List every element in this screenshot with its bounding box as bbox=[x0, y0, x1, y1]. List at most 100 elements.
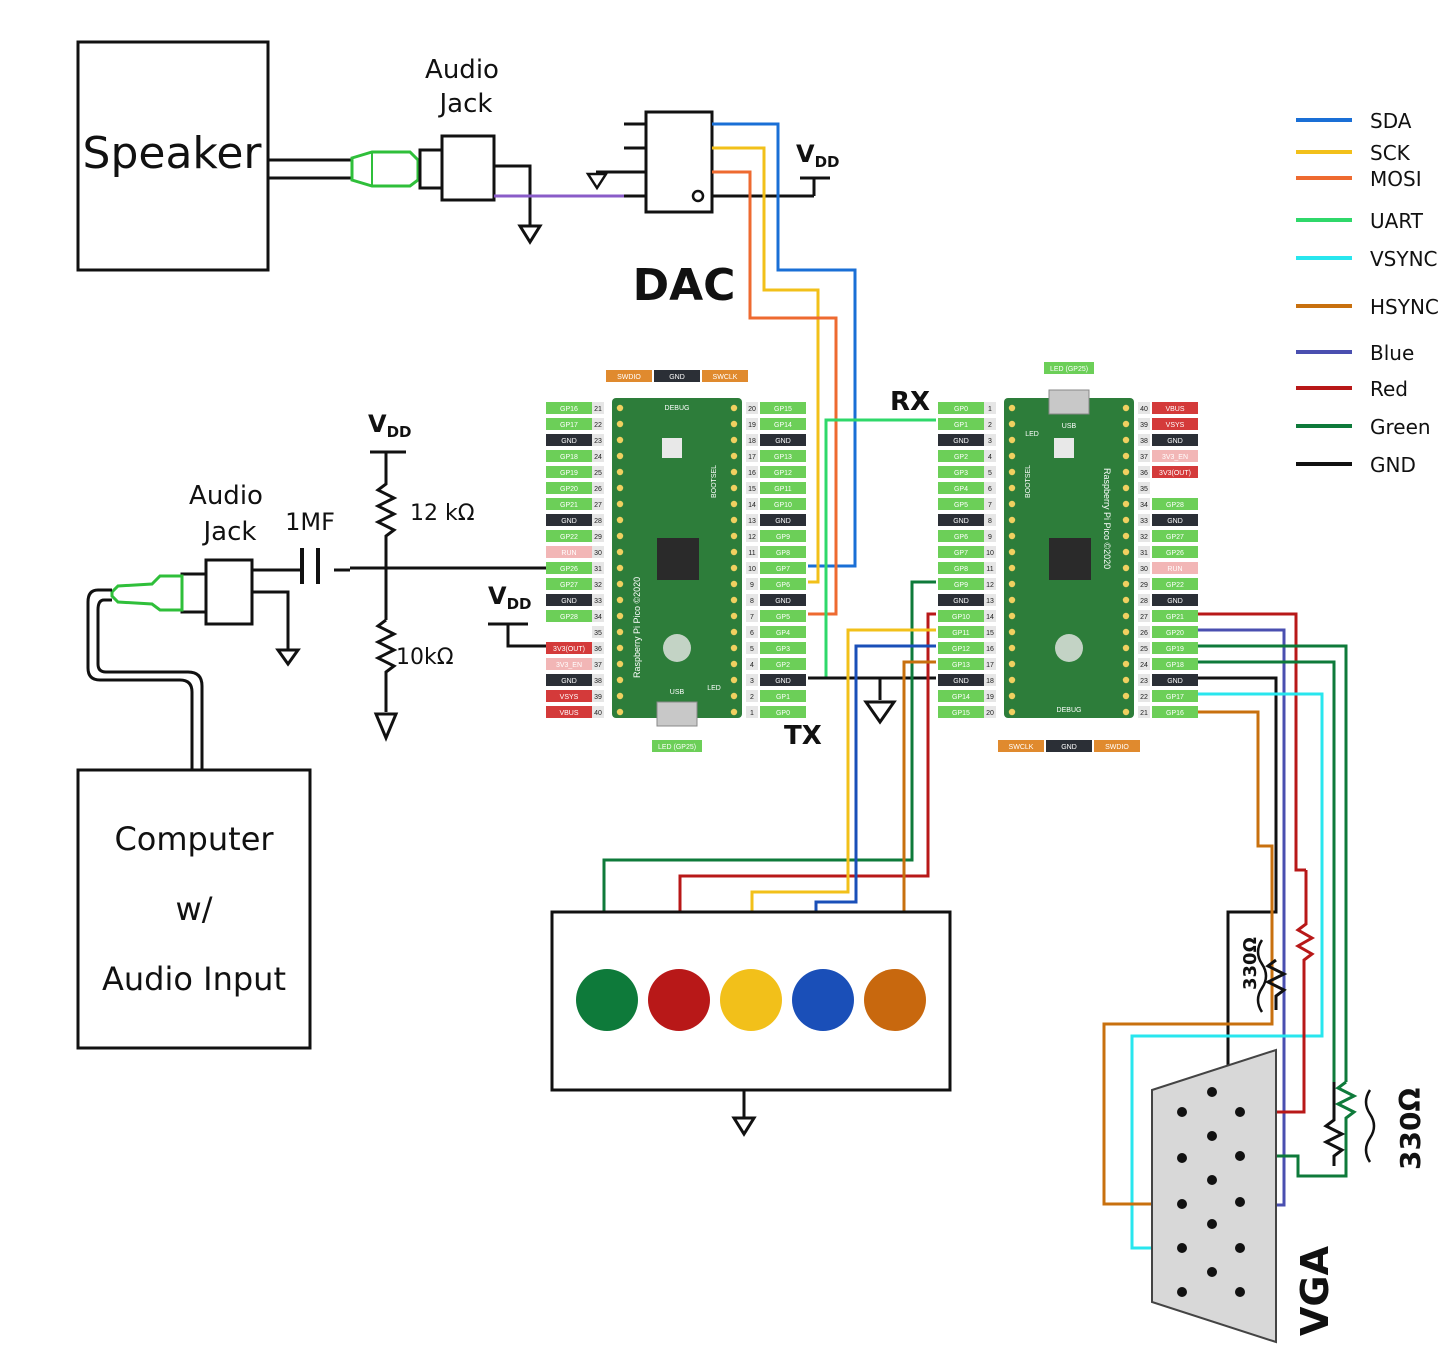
usb-port bbox=[1048, 389, 1090, 415]
pin-number: 21 bbox=[1140, 710, 1148, 717]
pin-number: 40 bbox=[1140, 406, 1148, 413]
pin-number: 15 bbox=[986, 630, 994, 637]
pin-label bbox=[546, 546, 592, 558]
pico-board-1: Raspberry Pi Pico ©2020DEBUGUSBLEDBOOTSE… bbox=[546, 370, 806, 752]
debug-pin bbox=[606, 370, 652, 382]
pin-number: 19 bbox=[986, 694, 994, 701]
pin-number: 21 bbox=[594, 406, 602, 413]
pin-name: GP0 bbox=[954, 406, 968, 413]
pin-number: 20 bbox=[748, 406, 756, 413]
audio-plug-left bbox=[110, 574, 184, 612]
vga-gnd-wire bbox=[1198, 676, 1278, 1276]
pin-name: GP22 bbox=[560, 534, 578, 541]
speaker-label: Speaker bbox=[83, 128, 263, 179]
vga-pin bbox=[1207, 1219, 1217, 1229]
dac-chip bbox=[644, 110, 714, 214]
pin-name: GP2 bbox=[954, 454, 968, 461]
pin-label bbox=[938, 610, 984, 622]
button-2 bbox=[648, 969, 710, 1031]
pin-label bbox=[938, 402, 984, 414]
audio-jack-left-label-1: Audio bbox=[189, 481, 263, 511]
pin-name: GP14 bbox=[952, 694, 970, 701]
vga-blue-wire bbox=[1198, 628, 1286, 1207]
computer-label-2: w/ bbox=[176, 890, 213, 928]
pico-chip bbox=[657, 538, 699, 580]
pin-number: 3 bbox=[988, 438, 992, 445]
pin-label bbox=[1152, 690, 1198, 702]
vga-pin bbox=[1177, 1153, 1187, 1163]
pin-name: GP28 bbox=[560, 614, 578, 621]
vga-vsync-wire bbox=[1130, 692, 1324, 1250]
pin-number: 17 bbox=[748, 454, 756, 461]
vga-pin bbox=[1235, 1287, 1245, 1297]
pin-name: GP18 bbox=[560, 454, 578, 461]
pin-name: RUN bbox=[1167, 566, 1182, 573]
pin-name: GP21 bbox=[1166, 614, 1184, 621]
pin-label bbox=[760, 514, 806, 526]
led-label: LED bbox=[707, 685, 721, 692]
pin-number: 22 bbox=[594, 422, 602, 429]
pin-name: GND bbox=[775, 678, 791, 685]
pin-name: GP9 bbox=[954, 582, 968, 589]
resistor-green bbox=[1240, 1080, 1358, 1178]
vga-pin bbox=[1235, 1243, 1245, 1253]
vdd-left-label: VDD bbox=[368, 410, 411, 441]
computer-box bbox=[76, 768, 312, 1050]
pin-label bbox=[546, 482, 592, 494]
pin-number: 18 bbox=[748, 438, 756, 445]
vga-connector bbox=[1151, 1048, 1277, 1344]
pin-label bbox=[760, 498, 806, 510]
pin-number: 28 bbox=[594, 518, 602, 525]
pin-number: 12 bbox=[986, 582, 994, 589]
pin-name: GP17 bbox=[560, 422, 578, 429]
vga-pin bbox=[1207, 1267, 1217, 1277]
pin-number: 26 bbox=[1140, 630, 1148, 637]
audio-jack-left-label-2: Jack bbox=[202, 517, 257, 547]
pin-name: GND bbox=[775, 518, 791, 525]
pin-number: 34 bbox=[594, 614, 602, 621]
resistor-blue bbox=[1264, 958, 1288, 1010]
pin-label bbox=[546, 626, 592, 638]
legend-label: Blue bbox=[1370, 341, 1414, 365]
pin-number: 3 bbox=[750, 678, 754, 685]
pin-label bbox=[938, 514, 984, 526]
pin-name: GP10 bbox=[952, 614, 970, 621]
led-gp25-label bbox=[1044, 362, 1094, 374]
pin-number: 6 bbox=[988, 486, 992, 493]
pin-number: 2 bbox=[988, 422, 992, 429]
resistor-10k bbox=[374, 618, 398, 712]
pin-name: GND bbox=[953, 598, 969, 605]
pin-label bbox=[760, 530, 806, 542]
pin-name: GP27 bbox=[560, 582, 578, 589]
pin-name: GND bbox=[561, 518, 577, 525]
pin-number: 10 bbox=[986, 550, 994, 557]
board-text: Raspberry Pi Pico ©2020 bbox=[632, 577, 642, 678]
pin-label bbox=[938, 530, 984, 542]
pin-number: 25 bbox=[1140, 646, 1148, 653]
pin-label bbox=[760, 642, 806, 654]
pin-label bbox=[546, 418, 592, 430]
pin-label bbox=[938, 498, 984, 510]
pin-number: 38 bbox=[594, 678, 602, 685]
pin-number: 7 bbox=[750, 614, 754, 621]
vga-hsync-wire bbox=[1102, 710, 1274, 1206]
pin-label bbox=[1152, 562, 1198, 574]
debug-pin bbox=[1094, 740, 1140, 752]
pin-name: GND bbox=[1167, 598, 1183, 605]
pin-name: VSYS bbox=[560, 694, 579, 701]
pin-label bbox=[546, 690, 592, 702]
pin-name: GP26 bbox=[1166, 550, 1184, 557]
pin-name: GP1 bbox=[954, 422, 968, 429]
pin-name: GP5 bbox=[954, 502, 968, 509]
pin-number: 11 bbox=[986, 566, 993, 573]
audio-jack-top-label-2: Jack bbox=[438, 89, 493, 119]
pin-number: 8 bbox=[750, 598, 754, 605]
pin-label bbox=[760, 546, 806, 558]
pin-label bbox=[1152, 626, 1198, 638]
pin-label bbox=[1152, 594, 1198, 606]
pin-label bbox=[1152, 498, 1198, 510]
pin-label bbox=[546, 450, 592, 462]
led-gp25-text: LED (GP25) bbox=[1050, 366, 1088, 373]
button-3 bbox=[720, 969, 782, 1031]
